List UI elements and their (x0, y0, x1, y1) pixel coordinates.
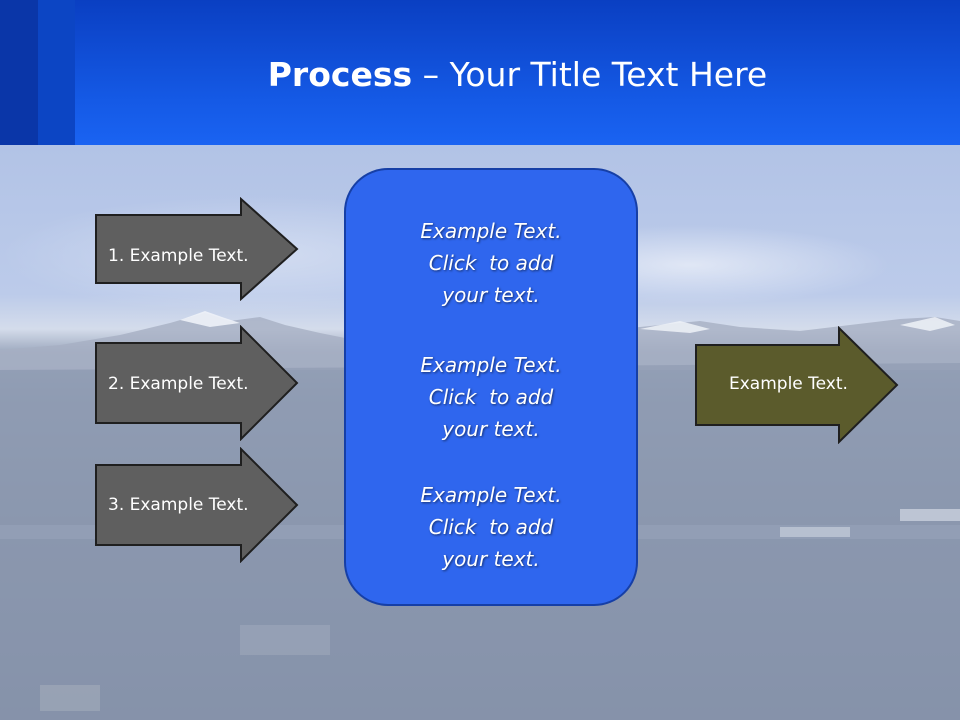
block-line: Example Text. (420, 219, 562, 243)
process-arrow-3-label: 3. Example Text. (108, 495, 249, 515)
header-accent-strip (38, 0, 75, 145)
center-text-block-3: Example Text. Click to add your text. (346, 479, 636, 575)
block-line: Click to add (428, 515, 554, 539)
header-bar: Process – Your Title Text Here (0, 0, 960, 145)
block-line: your text. (442, 283, 540, 307)
process-arrow-3[interactable] (94, 447, 300, 563)
result-arrow-label: Example Text. (729, 374, 848, 394)
block-line: Click to add (428, 251, 554, 275)
block-line: your text. (442, 417, 540, 441)
header-accent-strip (0, 0, 38, 145)
process-arrow-2-label: 2. Example Text. (108, 374, 249, 394)
result-arrow[interactable] (694, 326, 900, 444)
block-line: Example Text. (420, 483, 562, 507)
slide-title[interactable]: Process – Your Title Text Here (75, 50, 960, 100)
center-text-block-2: Example Text. Click to add your text. (346, 349, 636, 445)
block-line: Example Text. (420, 353, 562, 377)
process-arrow-2[interactable] (94, 325, 300, 441)
title-text: – Your Title Text Here (412, 55, 768, 94)
title-bold-text: Process (267, 55, 413, 94)
process-arrow-1[interactable] (94, 197, 300, 301)
center-content-box[interactable]: Example Text. Click to add your text. Ex… (344, 168, 638, 606)
center-text-block-1: Example Text. Click to add your text. (346, 215, 636, 311)
block-line: Click to add (428, 385, 554, 409)
process-arrow-1-label: 1. Example Text. (108, 246, 249, 266)
block-line: your text. (442, 547, 540, 571)
